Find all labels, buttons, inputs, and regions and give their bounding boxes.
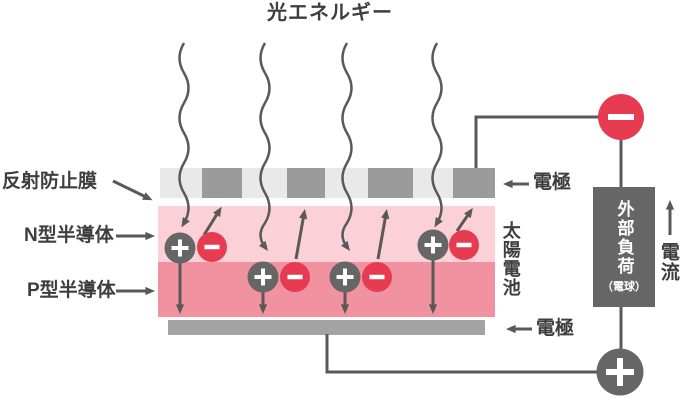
- top-electrode-block: [287, 168, 325, 198]
- light-wave-arrow: [258, 42, 271, 252]
- external-load-label: 外部負荷: [614, 200, 634, 276]
- n-type-label: N型半導体: [24, 225, 114, 246]
- light-wave-arrow: [431, 42, 443, 228]
- electron-up-arrow: [376, 209, 390, 260]
- electron-carrier: [197, 232, 227, 262]
- solar-cell-label: 太陽電池: [500, 221, 521, 297]
- wire-positive-to-bottom-electrode: [325, 334, 599, 374]
- electron-up-arrow: [294, 209, 308, 260]
- light-wave-arrows: [178, 42, 443, 252]
- antireflection-pointer-arrow: [112, 179, 153, 201]
- carrier-motion-arrows: [175, 206, 473, 315]
- p-type-layer: [158, 262, 495, 317]
- bottom-electrode-label: 電極: [536, 318, 575, 339]
- page-title: 光エネルギー: [267, 2, 393, 24]
- negative-terminal: [598, 94, 644, 140]
- positive-terminal: [596, 348, 644, 396]
- top-electrode-block: [202, 168, 242, 198]
- top-electrode-block: [453, 168, 495, 198]
- plus-icon: [424, 236, 442, 254]
- top-electrode-block: [368, 168, 413, 198]
- wire-top-electrode-to-negative: [474, 115, 599, 168]
- hole-carrier: [329, 261, 361, 293]
- circuit-wires: [325, 115, 623, 374]
- hole-carrier: [164, 232, 196, 264]
- p-type-label: P型半導体: [27, 280, 116, 301]
- hole-carrier: [247, 261, 279, 293]
- top-electrode-label: 電極: [533, 172, 572, 193]
- external-load-box: 外部負荷 （電球）: [593, 187, 655, 307]
- pointer-arrows: [112, 179, 675, 334]
- antireflection-film-label: 反射防止膜: [2, 171, 98, 192]
- bottom-electrode-bar: [168, 320, 485, 335]
- top-electrode-blocks: [202, 168, 495, 198]
- electron-carrier: [362, 262, 392, 292]
- plus-icon: [336, 268, 354, 286]
- charge-carriers: [164, 229, 479, 293]
- electron-up-arrow: [455, 207, 473, 232]
- external-load-sublabel: （電球）: [602, 281, 646, 293]
- plus-icon: [171, 239, 189, 257]
- current-label: 電流: [657, 242, 679, 282]
- electron-carrier: [449, 230, 479, 260]
- hole-carrier: [417, 229, 449, 261]
- plus-icon: [254, 268, 272, 286]
- electron-carrier: [280, 262, 310, 292]
- electron-up-arrow: [202, 206, 222, 236]
- light-wave-arrow: [340, 42, 353, 252]
- light-wave-arrow: [178, 42, 190, 228]
- plus-icon: [606, 358, 634, 386]
